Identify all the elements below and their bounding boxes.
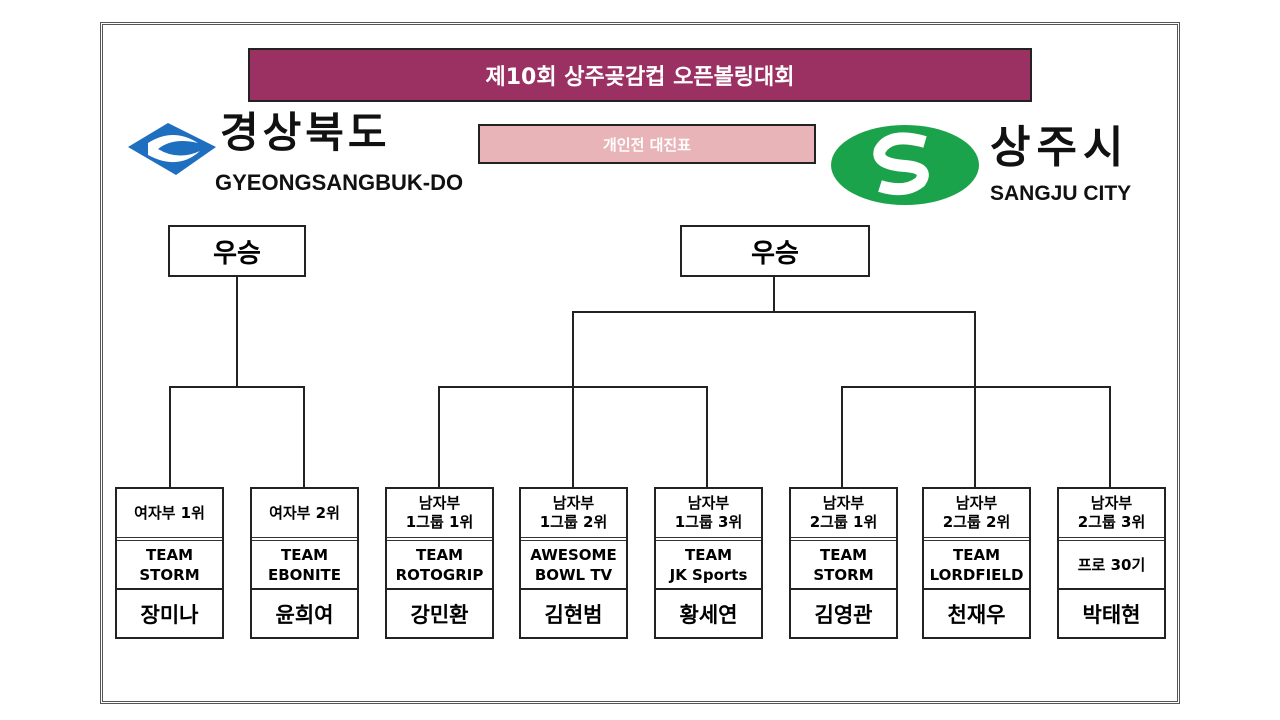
connector-line [706, 386, 708, 487]
page-frame [100, 22, 1180, 704]
connector-line [572, 311, 976, 313]
player-rank: 여자부 2위 [252, 489, 357, 541]
connector-line [572, 311, 574, 387]
player-team: TEAM JK Sports [656, 541, 761, 590]
player-name: 황세연 [679, 602, 738, 627]
gyeongbuk-name-english: GYEONGSANGBUK-DO [215, 170, 464, 195]
player-team: TEAM EBONITE [252, 541, 357, 590]
bracket-subtitle: 개인전 대진표 [478, 124, 816, 164]
connector-line [236, 275, 238, 387]
connector-line [974, 386, 976, 487]
gyeongbuk-name-korean: 경상북도 [220, 108, 391, 157]
connector-line [974, 311, 976, 387]
connector-line [841, 386, 843, 487]
player-team: TEAM ROTOGRIP [387, 541, 492, 590]
player-rank: 여자부 1위 [117, 489, 222, 541]
player-team: AWESOME BOWL TV [521, 541, 626, 590]
connector-line [773, 275, 775, 312]
tournament-title: 제10회 상주곶감컵 오픈볼링대회 [248, 48, 1032, 102]
womens-winner-box: 우승 [168, 225, 306, 277]
player-rank: 남자부 1그룹 1위 [387, 489, 492, 541]
sangju-logo-icon [830, 124, 980, 210]
player-team: TEAM LORDFIELD [924, 541, 1029, 590]
connector-line [841, 386, 1111, 388]
player-rank: 남자부 1그룹 3위 [656, 489, 761, 541]
player-rank: 남자부 2그룹 1위 [791, 489, 896, 541]
player-rank: 남자부 2그룹 2위 [924, 489, 1029, 541]
player-name: 김현범 [544, 602, 603, 627]
connector-line [438, 386, 440, 487]
player-name: 천재우 [947, 602, 1006, 627]
player-name: 강민환 [410, 602, 469, 627]
player-name: 장미나 [140, 602, 199, 627]
player-name: 윤희여 [275, 602, 334, 627]
player-rank: 남자부 1그룹 2위 [521, 489, 626, 541]
mens-winner-box: 우승 [680, 225, 870, 277]
sangju-name-english: SANGJU CITY [990, 182, 1132, 205]
player-name: 박태현 [1082, 602, 1141, 627]
player-team: 프로 30기 [1059, 541, 1164, 590]
player-name: 김영관 [814, 602, 873, 627]
connector-line [169, 386, 171, 487]
player-team: TEAM STORM [117, 541, 222, 590]
player-team: TEAM STORM [791, 541, 896, 590]
connector-line [572, 386, 574, 487]
gyeongbuk-logo-icon [128, 115, 218, 183]
sangju-name-korean: 상주시 [990, 122, 1130, 173]
connector-line [1109, 386, 1111, 487]
player-rank: 남자부 2그룹 3위 [1059, 489, 1164, 541]
connector-line [169, 386, 305, 388]
connector-line [303, 386, 305, 487]
